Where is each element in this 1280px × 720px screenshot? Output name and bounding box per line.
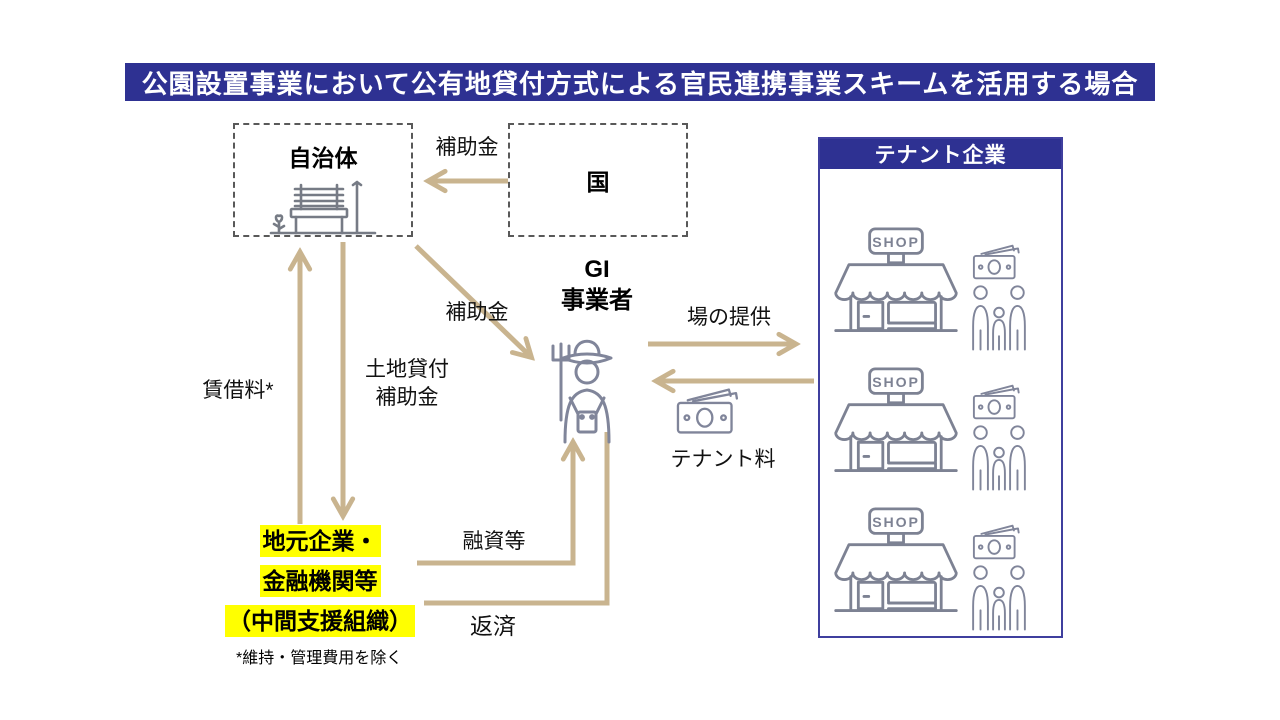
shop-sign-text: SHOP [872, 374, 920, 390]
park-bench-icon [269, 180, 377, 235]
page-title: 公園設置事業において公有地貸付方式による官民連携事業スキームを活用する場合 [125, 63, 1155, 101]
flow-label-rent: 賃借料* [202, 379, 274, 402]
tenant-panel-header: テナント企業 [820, 139, 1061, 169]
gi-operator-label: GI 事業者 [561, 256, 633, 315]
node-support-organization: 地元企業・ 金融機関等 （中間支援組織） [212, 523, 428, 643]
tenant-row: SHOP [830, 507, 1055, 631]
tenant-rows: SHOP [820, 169, 1061, 631]
flow-label-land-lease-subsidy: 土地貸付 補助金 [365, 358, 449, 410]
municipality-label: 自治体 [288, 145, 358, 171]
family-icon [972, 565, 1026, 631]
support-org-line3: （中間支援組織） [225, 605, 415, 637]
support-org-line1: 地元企業・ [259, 525, 381, 557]
support-org-line2: 金融機関等 [259, 565, 381, 597]
flow-label-loan: 融資等 [462, 530, 526, 553]
shop-sign-text: SHOP [872, 234, 920, 250]
national-government-label: 国 [586, 169, 610, 195]
node-municipality: 自治体 [233, 123, 413, 237]
node-national-government: 国 [508, 123, 688, 237]
shop-icon: SHOP [834, 367, 958, 472]
family-icon [972, 425, 1026, 491]
shop-icon: SHOP [834, 507, 958, 612]
arrow-repayment [424, 432, 610, 606]
flow-label-subsidy-municipal: 補助金 [445, 301, 509, 324]
flow-label-tenant-fee: テナント料 [670, 448, 776, 471]
flow-label-repayment: 返済 [470, 613, 516, 639]
flow-label-subsidy-national: 補助金 [435, 136, 499, 159]
tenant-panel: テナント企業 SHOP [818, 137, 1063, 638]
shop-icon: SHOP [834, 227, 958, 332]
flow-label-place-provision: 場の提供 [687, 306, 771, 329]
footnote: *維持・管理費用を除く [236, 650, 403, 667]
money-icon [972, 384, 1020, 420]
money-icon [972, 244, 1020, 280]
money-icon [676, 388, 739, 434]
tenant-row: SHOP [830, 367, 1055, 491]
family-icon [972, 285, 1026, 351]
money-icon [972, 524, 1020, 560]
shop-sign-text: SHOP [872, 514, 920, 530]
farmer-icon [551, 339, 613, 444]
tenant-row: SHOP [830, 227, 1055, 351]
